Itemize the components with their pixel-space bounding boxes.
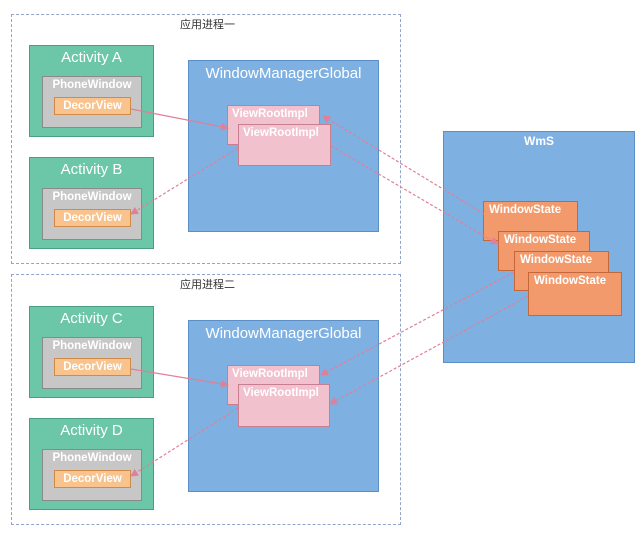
- activity-d: Activity D PhoneWindow DecorView: [29, 418, 154, 510]
- activity-a: Activity A PhoneWindow DecorView: [29, 45, 154, 137]
- arrow-windowstate-to-viewroot-two-a: [320, 271, 515, 376]
- activity-d-title: Activity D: [60, 422, 123, 439]
- phonewindow-b-label: PhoneWindow: [52, 191, 132, 203]
- arrow-windowstate-to-viewroot-one-a: [322, 115, 485, 215]
- process-two-label: 应用进程二: [180, 278, 235, 291]
- phonewindow-a: PhoneWindow DecorView: [42, 76, 142, 128]
- decorview-d: DecorView: [54, 470, 131, 488]
- activity-c-title: Activity C: [60, 310, 123, 327]
- decorview-b: DecorView: [54, 209, 131, 227]
- arrow-decorview-a-to-viewroot: [130, 108, 229, 131]
- viewrootimpl-two-b: ViewRootImpl: [238, 384, 330, 427]
- phonewindow-c-label: PhoneWindow: [52, 340, 132, 352]
- activity-a-title: Activity A: [61, 49, 122, 66]
- process-two-boundary: [11, 274, 401, 525]
- phonewindow-d: PhoneWindow DecorView: [42, 449, 142, 501]
- activity-b-title: Activity B: [60, 161, 123, 178]
- window-manager-global-one: WindowManagerGlobal: [188, 60, 379, 232]
- phonewindow-d-label: PhoneWindow: [52, 452, 132, 464]
- wmg-two-title: WindowManagerGlobal: [205, 325, 362, 342]
- arrow-windowstate-to-viewroot-two-b: [329, 295, 529, 405]
- arrow-viewroot-to-decorview-d: [130, 407, 239, 477]
- wmg-one-title: WindowManagerGlobal: [205, 65, 362, 82]
- decorview-a: DecorView: [54, 97, 131, 115]
- phonewindow-a-label: PhoneWindow: [52, 79, 132, 91]
- arrow-viewroot-to-decorview-b: [130, 147, 239, 215]
- phonewindow-c: PhoneWindow DecorView: [42, 337, 142, 389]
- arrow-decorview-c-to-viewroot: [130, 368, 229, 388]
- process-one-label: 应用进程一: [180, 18, 235, 31]
- wms-title: WmS: [524, 134, 554, 148]
- viewrootimpl-one-b: ViewRootImpl: [238, 124, 331, 166]
- activity-c: Activity C PhoneWindow DecorView: [29, 306, 154, 398]
- arrow-viewroot-one-b-to-windowstate: [330, 145, 499, 245]
- phonewindow-b: PhoneWindow DecorView: [42, 188, 142, 240]
- process-one-boundary: [11, 14, 401, 264]
- windowstate-4: WindowState: [528, 272, 622, 316]
- activity-b: Activity B PhoneWindow DecorView: [29, 157, 154, 249]
- decorview-c: DecorView: [54, 358, 131, 376]
